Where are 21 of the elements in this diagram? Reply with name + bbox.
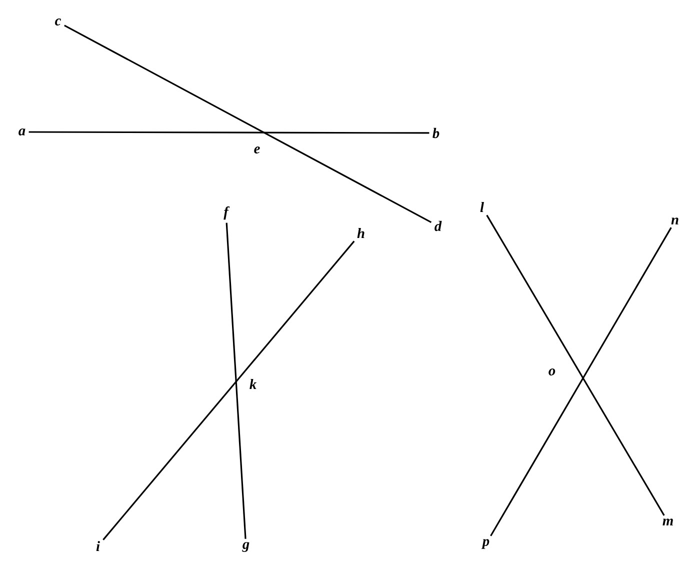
line: [102, 240, 355, 540]
point-label: n: [671, 218, 678, 224]
intersection-label: k: [250, 379, 256, 389]
point-label: a: [18, 128, 26, 136]
point-label: l: [480, 202, 484, 212]
intersection-label: o: [548, 368, 556, 376]
line: [28, 131, 430, 134]
point-label: c: [55, 18, 61, 26]
point-label: p: [481, 539, 490, 549]
line: [490, 227, 672, 536]
point-label: i: [96, 541, 100, 551]
intersection-label: e: [254, 146, 260, 154]
line: [486, 214, 665, 516]
point-label: f: [224, 206, 230, 220]
point-label: h: [357, 228, 364, 238]
line: [226, 222, 246, 539]
point-label: b: [432, 128, 440, 138]
point-label: d: [434, 220, 442, 232]
line: [64, 24, 432, 224]
point-label: m: [662, 518, 673, 526]
point-label: g: [242, 542, 250, 552]
